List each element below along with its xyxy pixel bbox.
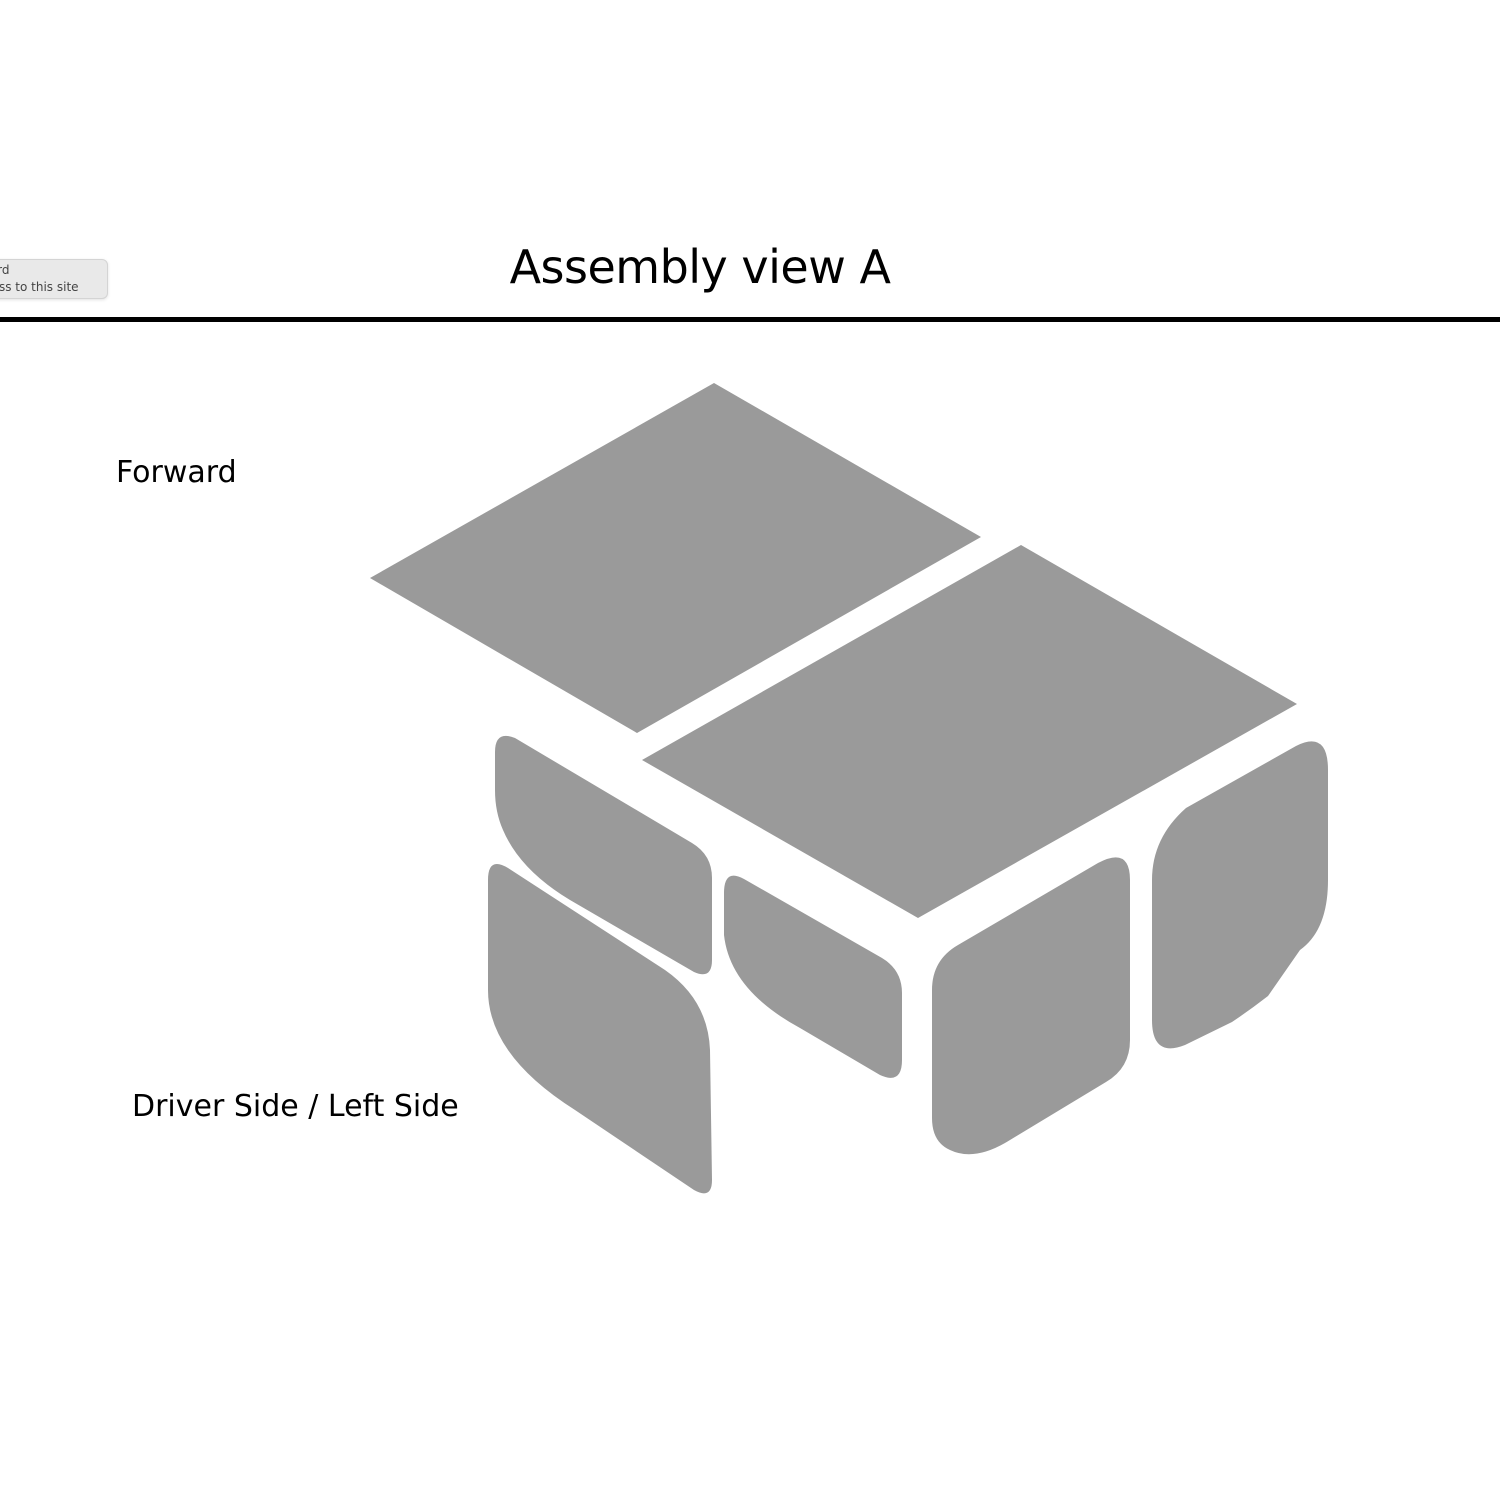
right-rear-panel (1152, 741, 1328, 1049)
left-lower-rear-panel (724, 875, 902, 1078)
title-divider (0, 317, 1500, 322)
driver-side-label: Driver Side / Left Side (132, 1089, 459, 1124)
left-upper-front-panel (495, 735, 712, 975)
forward-label: Forward (116, 455, 237, 490)
tooltip-line-2: cess to this site (0, 280, 79, 294)
page-title: Assembly view A (509, 240, 891, 294)
browser-tooltip: word cess to this site (0, 259, 108, 299)
top-front-panel (370, 383, 981, 733)
top-rear-panel (642, 545, 1297, 918)
tooltip-line-1: word (0, 263, 10, 277)
right-front-panel (932, 857, 1130, 1155)
left-lower-front-panel (488, 864, 712, 1194)
